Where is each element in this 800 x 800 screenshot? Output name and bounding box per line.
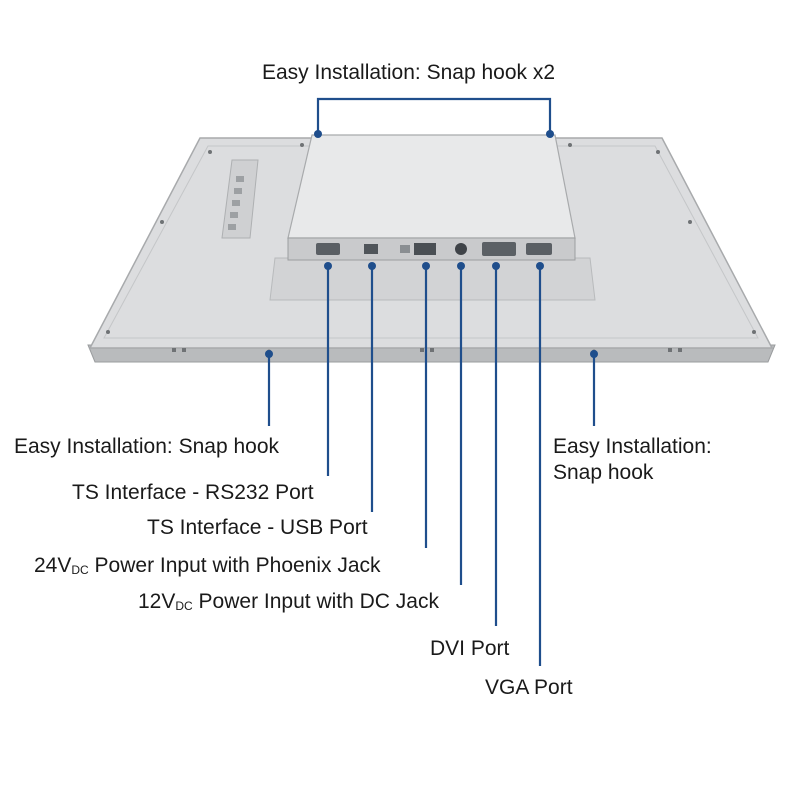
monitor-rear-panel — [87, 134, 776, 363]
recess-area — [269, 257, 596, 301]
power-12v-rest: Power Input with DC Jack — [192, 590, 439, 613]
power-24v-prefix: 24V — [34, 554, 72, 577]
vga-port-label: VGA Port — [485, 676, 573, 699]
power-12v-label: 12VDC Power Input with DC Jack — [138, 589, 439, 614]
right-snap-hook-label-line2: Snap hook — [553, 461, 654, 484]
top-bracket-line — [316, 97, 552, 132]
io-ports — [316, 242, 552, 256]
leader-lines — [267, 97, 596, 666]
phoenix-jack-shape — [414, 243, 436, 255]
io-box-top — [287, 134, 576, 239]
dvi-port-label: DVI Port — [430, 637, 510, 660]
left-snap-hook-label: Easy Installation: Snap hook — [14, 435, 280, 458]
top-snap-hooks-label: Easy Installation: Snap hook x2 — [262, 61, 556, 84]
dc-jack-shape — [455, 243, 467, 255]
dvi-port-shape — [482, 242, 516, 256]
rs232-port-shape — [316, 243, 340, 255]
vga-port-shape — [526, 243, 552, 255]
right-snap-hook-label-line1: Easy Installation: — [553, 435, 712, 458]
power-24v-rest: Power Input with Phoenix Jack — [88, 554, 381, 577]
power-24v-subscript: DC — [71, 563, 89, 577]
power-12v-prefix: 12V — [138, 590, 176, 613]
rs232-port-label: TS Interface - RS232 Port — [72, 481, 314, 504]
leader-dots — [265, 130, 598, 358]
usb-port-shape — [364, 244, 378, 254]
power-12v-subscript: DC — [175, 599, 193, 613]
power-24v-label: 24VDC Power Input with Phoenix Jack — [34, 553, 381, 578]
control-button-strip — [221, 159, 259, 239]
usb-port-label: TS Interface - USB Port — [147, 516, 368, 539]
